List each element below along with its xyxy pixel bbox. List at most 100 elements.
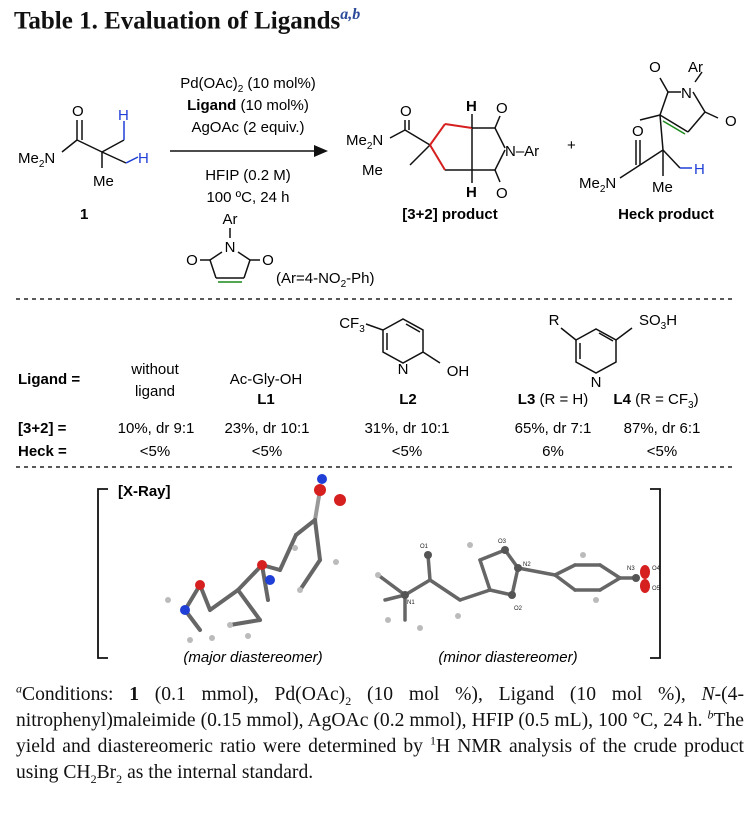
yield-row-label: [3+2] = — [18, 420, 67, 437]
yield-4: 87%, dr 6:1 — [624, 420, 701, 437]
minor-atoms — [375, 542, 650, 631]
heck-0: <5% — [140, 443, 170, 460]
maleimide-reagent: Ar N O O (Ar=4-NO2-Ph) — [186, 211, 374, 290]
lig1-code: L1 — [257, 391, 275, 408]
product1-me: Me — [362, 162, 383, 179]
heck-4: <5% — [647, 443, 677, 460]
heck-h: H — [694, 161, 705, 178]
ligand-row-label: Ligand = — [18, 371, 80, 388]
lig3-code: L3 (R = H) — [518, 391, 588, 408]
substrate-me2n: Me2N — [18, 150, 55, 170]
svg-text:N1: N1 — [407, 600, 415, 606]
heck-3: 6% — [542, 443, 564, 460]
product1-n-ar: N–Ar — [505, 143, 539, 160]
heck-n: N — [681, 85, 692, 102]
footnote-a-text2: (0.1 mmol), Pd(OAc) — [139, 684, 346, 705]
footnote-mark-b: b — [707, 707, 714, 722]
cond-pd: Pd(OAc)2 (10 mol%) — [180, 75, 316, 95]
l2-structure: CF3 _ N OH L2 — [339, 315, 469, 408]
heck-o-right: O — [725, 113, 737, 130]
ligand-table: Ligand = without ligand Ac-Gly-OH L1 CF3… — [18, 312, 700, 460]
lig2-code: L2 — [399, 391, 417, 408]
substrate-1: Me2N O H H Me 1 — [18, 103, 149, 223]
svg-text:O1: O1 — [420, 544, 429, 550]
minor-caption: (minor diastereomer) — [438, 649, 577, 666]
svg-text:N: N — [398, 361, 409, 378]
xray-panel: [X-Ray] — [97, 474, 661, 666]
svg-text:O5: O5 — [652, 586, 661, 592]
product1-o-bottom: O — [496, 185, 508, 202]
reagent-note: (Ar=4-NO2-Ph) — [276, 270, 375, 290]
title-footnote-marks: a,b — [340, 6, 361, 23]
footnote-mark-a: a — [16, 681, 22, 696]
lig0-name2: ligand — [135, 383, 175, 400]
lig0-name1: without — [130, 361, 179, 378]
bracket-left — [97, 488, 108, 659]
major-caption: (major diastereomer) — [183, 649, 322, 666]
svg-text:N2: N2 — [523, 562, 531, 568]
product1-h-bottom: H — [466, 184, 477, 201]
svg-text:N3: N3 — [627, 566, 635, 572]
footnote-a-text: Conditions: — [22, 684, 130, 705]
product1-me2n: Me2N — [346, 132, 383, 152]
major-structure-image — [183, 488, 322, 632]
heck-me2n: Me2N — [579, 175, 616, 195]
svg-text:O3: O3 — [498, 539, 507, 545]
footnote-b-text: The yield and diastereomeric ratio were … — [16, 710, 744, 757]
reagent-o-right: O — [262, 252, 274, 269]
footnote-sub-2b: 2 — [116, 771, 123, 786]
heck-ar: Ar — [688, 59, 703, 76]
cond-ligand: Ligand (10 mol%) — [187, 97, 309, 114]
reaction-scheme: Me2N O H H Me 1 Pd(OAc)2 (10 mol%) Ligan… — [16, 59, 737, 666]
conditions: Pd(OAc)2 (10 mol%) Ligand (10 mol%) AgOA… — [180, 75, 316, 206]
reagent-n: N — [225, 239, 236, 256]
xray-label: [X-Ray] — [118, 483, 171, 500]
minor-atom-labels: O1 O3 N2 N3 O4 O5 N1 O2 — [407, 539, 661, 612]
product1-o-amide: O — [400, 103, 412, 120]
svg-text:_: _ — [398, 363, 408, 380]
heck-o-left: O — [649, 59, 661, 76]
compound-number: 1 — [80, 206, 88, 223]
lig4-code: L4 (R = CF3) — [613, 391, 698, 411]
product1-h-top: H — [466, 98, 477, 115]
major-atoms — [165, 474, 346, 643]
svg-text:CF3: CF3 — [339, 315, 365, 335]
yield-3: 65%, dr 7:1 — [515, 420, 592, 437]
footnote-n-ital: N — [701, 684, 715, 705]
svg-text:OH: OH — [447, 363, 470, 380]
footnote-b-text3: Br — [96, 762, 117, 783]
bracket-right — [650, 488, 661, 659]
heck-me: Me — [652, 179, 673, 196]
product-heck: O Ar N O O Me2N H Me Heck product — [579, 59, 737, 223]
svg-text:O2: O2 — [514, 606, 523, 612]
yield-0: 10%, dr 9:1 — [118, 420, 195, 437]
cond-temp: 100 ºC, 24 h — [206, 189, 289, 206]
footnote-sub-2a: 2 — [90, 771, 97, 786]
footnote-compound: 1 — [129, 684, 140, 705]
reagent-o-left: O — [186, 252, 198, 269]
substrate-h-side: H — [138, 150, 149, 167]
page-title: Table 1. Evaluation of Ligandsa,b — [14, 6, 360, 35]
svg-text:N: N — [591, 374, 602, 391]
l3-structure: R SO3H N L3 (R = H) L4 (R = CF3) — [518, 312, 699, 411]
heck-2: <5% — [392, 443, 422, 460]
cond-hfip: HFIP (0.2 M) — [205, 167, 291, 184]
svg-text:R: R — [549, 312, 560, 329]
svg-text:O4: O4 — [652, 566, 661, 572]
substrate-o: O — [72, 103, 84, 120]
lig1-name1: Ac-Gly-OH — [230, 371, 303, 388]
heck-row-label: Heck = — [18, 443, 67, 460]
reaction-arrow — [170, 145, 328, 157]
heck-1: <5% — [252, 443, 282, 460]
footnote-a-text3: (10 mol %), Ligand (10 mol %), — [351, 684, 702, 705]
heck-label: Heck product — [618, 206, 714, 223]
minor-structure-image — [376, 548, 638, 622]
yield-1: 23%, dr 10:1 — [224, 420, 309, 437]
product1-o-top: O — [496, 100, 508, 117]
footnote-b-text4: as the internal standard. — [122, 762, 314, 783]
svg-text:SO3H: SO3H — [639, 312, 677, 332]
title-text: Table 1. Evaluation of Ligands — [14, 7, 341, 35]
footnote-a-text4: -(4-nitrophenyl)maleimide (0.15 mmol), A… — [16, 684, 744, 731]
product-3-2: Me2N O H H O O N–Ar Me — [346, 98, 539, 223]
footnote-sup-1: 1 — [430, 733, 437, 748]
